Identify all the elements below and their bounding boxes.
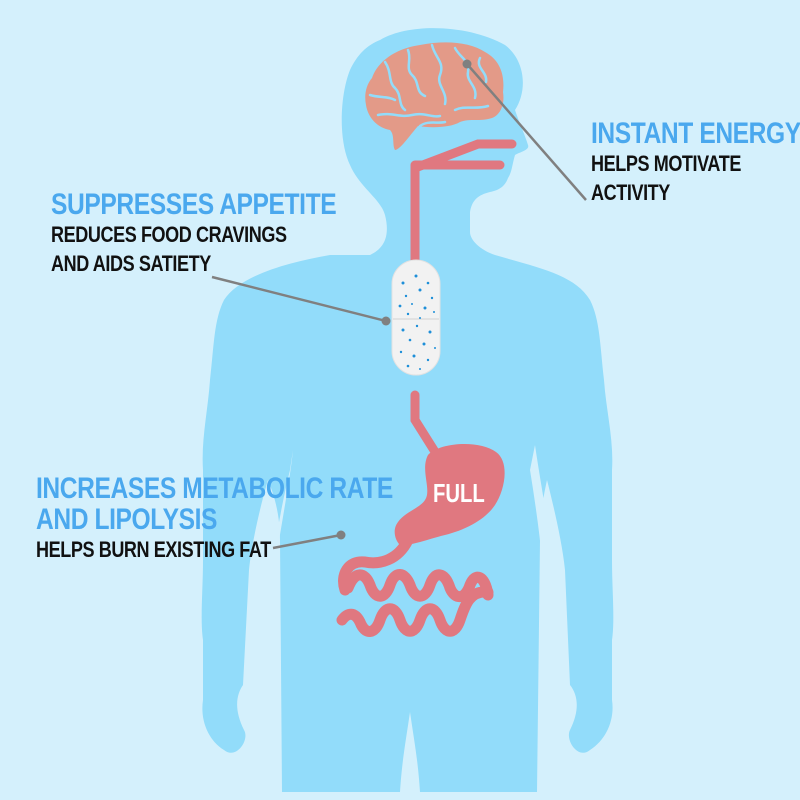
esophagus [410, 139, 517, 460]
callout-line: HELPS BURN EXISTING FAT [36, 537, 271, 562]
stomach-icon [394, 444, 505, 545]
human-silhouette [201, 28, 614, 792]
brain-icon [365, 42, 504, 150]
stomach-full-label: FULL [433, 478, 485, 508]
callout-suppresses-appetite: SUPPRESSES APPETITE REDUCES FOOD CRAVING… [51, 188, 337, 278]
left-arm-gap [268, 450, 293, 620]
capsule-pill-icon [391, 259, 441, 376]
callout-instant-energy: INSTANT ENERGY HELPS MOTIVATE ACTIVITY [591, 118, 800, 207]
callout-line: ACTIVITY [591, 180, 670, 205]
callout-metabolic-rate: INCREASES METABOLIC RATE AND LIPOLYSIS H… [36, 473, 393, 564]
callout-heading: INCREASES METABOLIC RATE [36, 472, 393, 505]
callout-line: HELPS MOTIVATE [591, 151, 741, 176]
callout-heading: INSTANT ENERGY [591, 117, 800, 150]
right-arm-gap [530, 445, 552, 620]
callout-line: AND AIDS SATIETY [51, 251, 211, 276]
intestines-icon [336, 534, 494, 637]
callout-heading: SUPPRESSES APPETITE [51, 188, 337, 221]
callout-heading: AND LIPOLYSIS [36, 503, 218, 536]
callout-line: REDUCES FOOD CRAVINGS [51, 222, 287, 247]
leader-lines [211, 59, 587, 550]
